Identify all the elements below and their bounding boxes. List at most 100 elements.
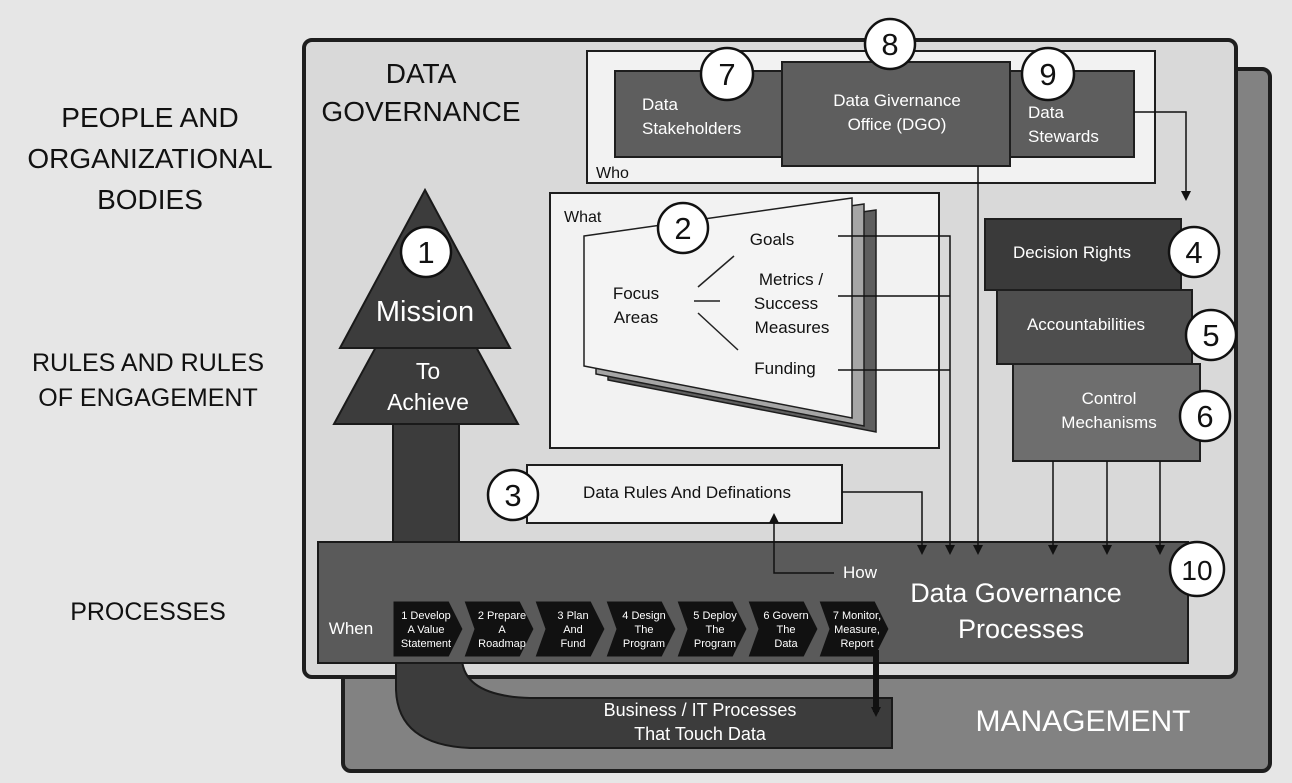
metrics-line-2: Success	[754, 294, 818, 313]
number-circle-1	[399, 225, 453, 279]
dgo-line-1: Data Givernance	[833, 91, 961, 110]
goals-label: Goals	[750, 230, 794, 249]
number-label-5: 5	[1202, 318, 1219, 353]
rules-label-line-1: RULES AND RULES	[32, 349, 264, 377]
people-label-line-3: BODIES	[97, 184, 203, 215]
accountabilities-label: Accountabilities	[1027, 315, 1145, 334]
process-step-3-line-3: Fund	[560, 638, 585, 650]
number-label-4: 4	[1185, 235, 1202, 270]
stewards-line-1: Data	[1028, 103, 1064, 122]
number-label-10: 10	[1181, 555, 1212, 586]
process-step-2-line-3: Roadmap	[478, 638, 526, 650]
mission-arrow-shaft	[392, 411, 460, 548]
number-label-2: 2	[674, 211, 691, 246]
dgo-line-2: Office (DGO)	[848, 115, 947, 134]
to-achieve-line-1: To	[416, 358, 440, 384]
process-step-6-line-3: Data	[774, 638, 798, 650]
connector-rules-to-processes	[842, 491, 927, 555]
business-it-band	[395, 659, 893, 749]
connectors	[769, 111, 1191, 717]
number-label-6: 6	[1196, 399, 1213, 434]
control-line-1: Control	[1082, 389, 1137, 408]
people-label-line-1: PEOPLE AND	[61, 102, 238, 133]
connector-how-to-rules	[769, 513, 834, 574]
what-label: What	[564, 209, 602, 226]
process-step-4-line-2: The	[635, 624, 654, 636]
processes-title-line-2: Processes	[958, 614, 1084, 644]
process-step-6-line-1: 6 Govern	[763, 610, 808, 622]
process-step-5-line-1: 5 Deploy	[693, 610, 737, 622]
focus-connector-funding	[697, 312, 739, 351]
focus-line-2: Areas	[614, 308, 658, 327]
number-circle-10	[1168, 540, 1226, 598]
number-label-8: 8	[881, 27, 898, 62]
who-label: Who	[596, 165, 629, 182]
number-circle-4	[1167, 225, 1221, 279]
focus-connector-goals	[697, 255, 735, 288]
process-step-4-line-3: Program	[623, 638, 665, 650]
number-circle-5	[1184, 308, 1238, 362]
process-step-7-line-3: Report	[840, 638, 873, 650]
process-step-6-line-2: The	[777, 624, 796, 636]
what-sheet-front	[583, 197, 853, 419]
people-label-line-2: ORGANIZATIONAL	[27, 143, 272, 174]
processes-title-line-1: Data Governance	[910, 578, 1122, 608]
funding-label: Funding	[754, 359, 815, 378]
metrics-line-3: Measures	[755, 318, 830, 337]
stakeholders-line-2: Stakeholders	[642, 119, 741, 138]
process-step-7-line-1: 7 Monitor,	[833, 610, 881, 622]
process-step-3	[534, 600, 606, 658]
focus-line-1: Focus	[613, 284, 659, 303]
governance-title-line-2: GOVERNANCE	[321, 96, 520, 127]
process-step-4-line-1: 4 Design	[622, 610, 665, 622]
rules-label-line-2: OF ENGAGEMENT	[38, 384, 257, 412]
control-line-2: Mechanisms	[1061, 413, 1156, 432]
process-step-5-line-2: The	[706, 624, 725, 636]
governance-title-line-1: DATA	[386, 58, 457, 89]
to-achieve-line-2: Achieve	[387, 389, 469, 415]
stakeholders-line-1: Data	[642, 95, 678, 114]
mission-title: Mission	[376, 296, 474, 328]
management-label: MANAGEMENT	[975, 705, 1190, 738]
business-it-line-2: That Touch Data	[634, 724, 767, 744]
left-labels: PEOPLE AND ORGANIZATIONAL BODIES RULES A…	[27, 102, 272, 626]
accountabilities-box	[996, 289, 1193, 365]
data-rules-label: Data Rules And Definations	[583, 483, 791, 502]
processes-label: PROCESSES	[70, 598, 226, 626]
number-markers: 1 2 3 4 5 6 7 8 9 10	[399, 17, 1238, 598]
connector-stewards-to-decision	[1134, 111, 1191, 201]
number-circle-3	[486, 468, 540, 522]
process-step-7-line-2: Measure,	[834, 624, 880, 636]
process-step-2	[463, 600, 535, 658]
process-step-1-line-3: Statement	[401, 638, 451, 650]
decision-rights-label: Decision Rights	[1013, 243, 1131, 262]
business-it-line-1: Business / IT Processes	[604, 700, 797, 720]
process-step-1-line-2: A Value	[407, 624, 444, 636]
metrics-line-1: Metrics /	[759, 270, 824, 289]
dgo-box	[781, 61, 1011, 167]
process-step-5	[676, 600, 748, 658]
number-circle-2	[656, 201, 710, 255]
when-label: When	[329, 619, 373, 638]
number-label-3: 3	[504, 478, 521, 513]
process-step-4	[605, 600, 677, 658]
decision-rights-box	[984, 218, 1182, 291]
process-step-3-line-2: And	[563, 624, 583, 636]
process-step-2-line-1: 2 Prepare	[478, 610, 526, 622]
connector-goals-to-processes	[838, 235, 955, 555]
how-label: How	[843, 563, 878, 582]
process-step-5-line-3: Program	[694, 638, 736, 650]
number-label-1: 1	[417, 235, 434, 270]
stakeholders-box	[614, 70, 786, 158]
process-step-1-line-1: 1 Develop	[401, 610, 451, 622]
number-label-9: 9	[1039, 57, 1056, 92]
number-label-7: 7	[718, 57, 735, 92]
number-circle-7	[699, 46, 755, 102]
data-rules-box	[526, 464, 843, 524]
process-step-6	[747, 600, 819, 658]
process-step-3-line-1: 3 Plan	[557, 610, 588, 622]
process-step-2-line-2: A	[498, 624, 506, 636]
number-circle-8	[863, 17, 917, 71]
